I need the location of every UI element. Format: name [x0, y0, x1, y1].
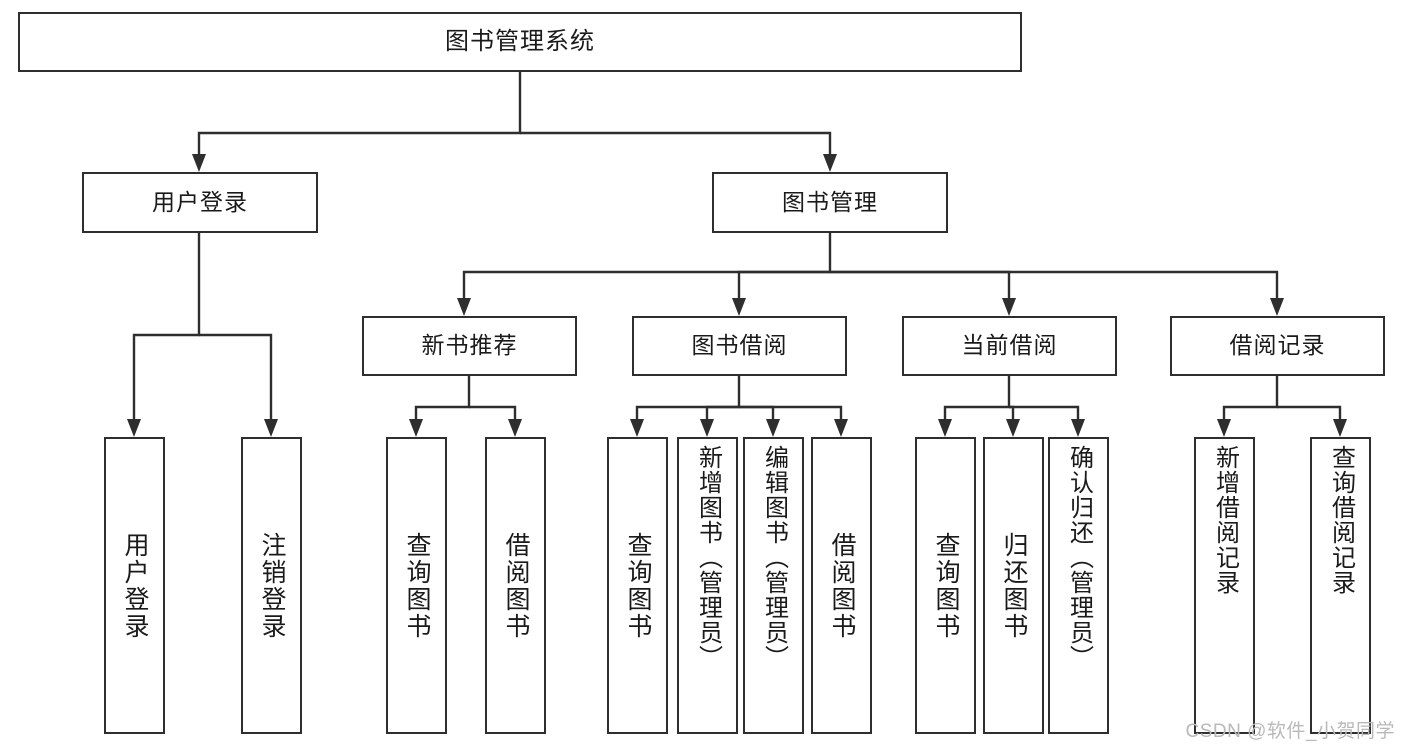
node-label: 借阅图书 — [828, 531, 856, 640]
node-label: 查询借阅记录 — [1327, 445, 1355, 595]
watermark-text: CSDN @软件_小贺同学 — [1185, 721, 1395, 742]
node-label: 用户登录 — [121, 531, 149, 640]
node-label: 注销登录 — [258, 531, 286, 640]
node-label: 新书推荐 — [421, 332, 518, 359]
leaf-user-login[interactable]: 用户登录 — [104, 437, 165, 734]
node-label: 编辑图书（管理员） — [760, 445, 788, 670]
leaf-query-borrow-record[interactable]: 查询借阅记录 — [1310, 437, 1371, 734]
node-label: 归还图书 — [1000, 531, 1028, 640]
node-user-login[interactable]: 用户登录 — [82, 172, 318, 233]
node-book-management[interactable]: 图书管理 — [712, 172, 948, 233]
node-current-borrow[interactable]: 当前借阅 — [902, 316, 1117, 376]
node-label: 查询图书 — [624, 531, 652, 640]
node-book-borrow[interactable]: 图书借阅 — [632, 316, 847, 376]
leaf-query-book-borrow[interactable]: 查询图书 — [607, 437, 668, 734]
node-borrow-record[interactable]: 借阅记录 — [1170, 316, 1385, 376]
node-label: 查询图书 — [403, 531, 431, 640]
leaf-borrow-book[interactable]: 借阅图书 — [811, 437, 872, 734]
node-label: 新增借阅记录 — [1211, 445, 1239, 595]
leaf-query-book-current[interactable]: 查询图书 — [915, 437, 976, 734]
node-label: 图书借阅 — [691, 332, 788, 359]
leaf-query-book-new-rec[interactable]: 查询图书 — [386, 437, 447, 734]
leaf-borrow-book-new-rec[interactable]: 借阅图书 — [485, 437, 546, 734]
leaf-logout-login[interactable]: 注销登录 — [241, 437, 302, 734]
leaf-edit-book-admin[interactable]: 编辑图书（管理员） — [743, 437, 804, 734]
node-root-book-management-system[interactable]: 图书管理系统 — [18, 12, 1022, 72]
node-label: 当前借阅 — [961, 332, 1058, 359]
node-label: 借阅图书 — [502, 531, 530, 640]
node-label: 查询图书 — [932, 531, 960, 640]
node-label: 借阅记录 — [1229, 332, 1326, 359]
node-label: 新增图书（管理员） — [694, 445, 722, 670]
leaf-return-book[interactable]: 归还图书 — [983, 437, 1044, 734]
node-new-book-recommendation[interactable]: 新书推荐 — [362, 316, 577, 376]
leaf-add-book-admin[interactable]: 新增图书（管理员） — [677, 437, 738, 734]
leaf-add-borrow-record[interactable]: 新增借阅记录 — [1194, 437, 1255, 734]
node-label: 用户登录 — [152, 188, 248, 215]
leaf-confirm-return-admin[interactable]: 确认归还（管理员） — [1048, 437, 1109, 734]
node-label: 图书管理系统 — [445, 27, 595, 55]
node-label: 图书管理 — [782, 188, 878, 215]
node-label: 确认归还（管理员） — [1065, 445, 1093, 670]
